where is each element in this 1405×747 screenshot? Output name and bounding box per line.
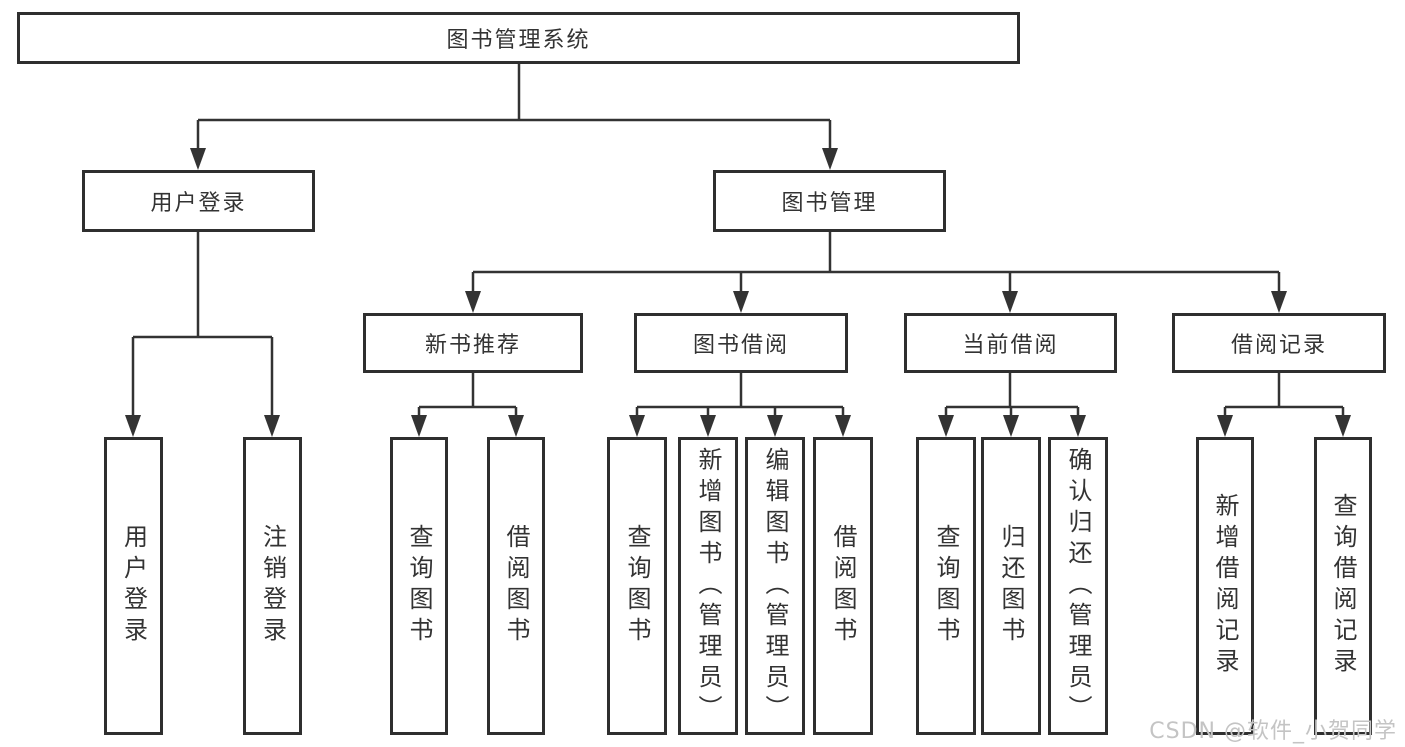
node-label: 借阅记录 (1230, 333, 1327, 358)
leaf-add-borrow-record: 新增借阅记录 (1196, 437, 1254, 735)
leaf-return-book: 归还图书 (981, 437, 1041, 735)
node-label: 用户登录 (119, 524, 148, 648)
leaf-query-borrow-record: 查询借阅记录 (1314, 437, 1372, 735)
node-label: 借阅图书 (502, 524, 530, 648)
node-borrowing-records: 借阅记录 (1172, 313, 1386, 373)
arrow-down-icon (700, 415, 716, 437)
arrow-down-icon (1003, 415, 1019, 437)
node-label: 注销登录 (258, 524, 287, 648)
arrow-down-icon (629, 415, 645, 437)
leaf-edit-book-admin: 编辑图书（管理员） (745, 437, 805, 735)
leaf-borrow-book: 借阅图书 (813, 437, 873, 735)
node-label: 图书管理 (781, 191, 878, 216)
arrow-down-icon (1335, 415, 1351, 437)
csdn-watermark: CSDN @软件_小贺同学 (1149, 719, 1397, 744)
node-current-borrowing: 当前借阅 (904, 313, 1117, 373)
arrow-down-icon (125, 415, 141, 437)
node-label: 编辑图书（管理员） (761, 446, 789, 726)
node-root-system: 图书管理系统 (17, 12, 1020, 64)
node-label: 确认归还（管理员） (1064, 446, 1092, 726)
arrow-down-icon (190, 148, 206, 170)
node-user-login: 用户登录 (82, 170, 315, 232)
leaf-query-book: 查询图书 (390, 437, 448, 735)
node-book-borrowing: 图书借阅 (634, 313, 848, 373)
arrow-down-icon (822, 148, 838, 170)
leaf-query-book: 查询图书 (607, 437, 667, 735)
arrow-down-icon (1070, 415, 1086, 437)
node-label: 查询图书 (932, 524, 960, 648)
node-label: 查询图书 (405, 524, 433, 648)
node-label: 查询借阅记录 (1329, 493, 1357, 679)
leaf-user-login: 用户登录 (104, 437, 163, 735)
arrow-down-icon (411, 415, 427, 437)
arrow-down-icon (767, 415, 783, 437)
node-label: 新增借阅记录 (1211, 493, 1239, 679)
arrow-down-icon (733, 291, 749, 313)
node-label: 新书推荐 (424, 333, 521, 358)
node-label: 借阅图书 (829, 524, 857, 648)
node-book-management: 图书管理 (713, 170, 946, 232)
arrow-down-icon (938, 415, 954, 437)
leaf-add-book-admin: 新增图书（管理员） (678, 437, 738, 735)
node-label: 查询图书 (623, 524, 651, 648)
node-new-book-recommend: 新书推荐 (363, 313, 583, 373)
arrow-down-icon (1002, 291, 1018, 313)
arrow-down-icon (465, 291, 481, 313)
arrow-down-icon (264, 415, 280, 437)
arrow-down-icon (835, 415, 851, 437)
node-label: 当前借阅 (962, 333, 1059, 358)
leaf-query-book: 查询图书 (916, 437, 976, 735)
node-label: 归还图书 (997, 524, 1025, 648)
leaf-logout: 注销登录 (243, 437, 302, 735)
node-label: 图书借阅 (692, 333, 789, 358)
node-label: 图书管理系统 (446, 28, 591, 53)
node-label: 新增图书（管理员） (694, 446, 722, 726)
node-label: 用户登录 (150, 191, 247, 216)
leaf-borrow-book: 借阅图书 (487, 437, 545, 735)
arrow-down-icon (508, 415, 524, 437)
leaf-confirm-return-admin: 确认归还（管理员） (1048, 437, 1108, 735)
arrow-down-icon (1217, 415, 1233, 437)
arrow-down-icon (1271, 291, 1287, 313)
